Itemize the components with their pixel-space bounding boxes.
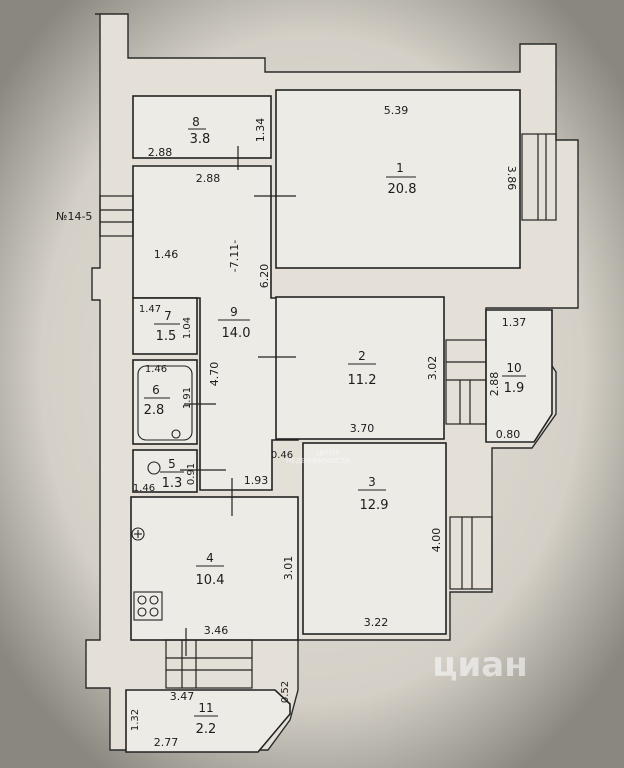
- watermark-brand: циан: [432, 645, 527, 685]
- fixtures: [131, 365, 193, 621]
- dim-r11-side: 0.52: [280, 681, 291, 703]
- room-6-number: 6: [152, 383, 160, 397]
- room-10-area: 1.9: [504, 381, 525, 396]
- dim-hall-side: 1.46: [154, 248, 179, 261]
- room-9-area: 14.0: [222, 326, 251, 341]
- room-5-area: 1.3: [162, 476, 183, 491]
- room-4: [130, 496, 299, 641]
- dim-r1-width: 5.39: [384, 104, 409, 117]
- room-shapes: [125, 89, 553, 753]
- room-5: [132, 449, 198, 493]
- room-10-number: 10: [506, 361, 521, 375]
- room-2-area: 11.2: [348, 373, 377, 388]
- dim-r4-height: 3.01: [282, 556, 295, 581]
- room-2: [275, 296, 445, 440]
- room-3-area: 12.9: [360, 498, 389, 513]
- watermark: ЦЕНТР НЕДВИЖИМОСТИ циан: [286, 449, 528, 685]
- room-8: [132, 95, 272, 159]
- dim-r10-bottom: 0.80: [496, 428, 521, 441]
- room-7: [132, 297, 198, 355]
- dim-r9-d: 0.46: [271, 450, 293, 461]
- room-5-number: 5: [168, 457, 176, 471]
- dim-r11-width: 3.47: [170, 690, 195, 703]
- dim-r1-height: 3.86: [505, 166, 518, 191]
- dim-r6-width: 1.46: [145, 364, 167, 375]
- dim-r10-width: 1.37: [502, 316, 527, 329]
- room-6-area: 2.8: [144, 403, 165, 418]
- room-3-number: 3: [368, 475, 376, 489]
- room-4-area: 10.4: [196, 573, 225, 588]
- room-4-number: 4: [206, 551, 214, 565]
- dim-r11-height: 1.32: [130, 709, 141, 731]
- room-1-number: 1: [396, 161, 404, 175]
- room-9-number: 9: [230, 305, 238, 319]
- room-3: [302, 442, 447, 635]
- watermark-line1: ЦЕНТР: [316, 449, 340, 457]
- dim-r3-width: 3.22: [364, 616, 389, 629]
- dimension-labels: 5.39 3.86 2.88 1.34 2.88 -7.11- 1.46 6.2…: [130, 104, 526, 749]
- door-marks: [180, 146, 296, 656]
- room-6: [132, 359, 198, 445]
- room-2-number: 2: [358, 349, 366, 363]
- dim-r5-width: 1.46: [133, 483, 155, 494]
- room-11-number: 11: [198, 701, 213, 715]
- watermark-line2: НЕДВИЖИМОСТИ: [286, 457, 350, 465]
- dim-r7-height: 1.04: [182, 317, 193, 339]
- room-1-area: 20.8: [388, 182, 417, 197]
- dim-r11-bottom: 2.77: [154, 736, 179, 749]
- building-number: №14-5: [56, 210, 92, 223]
- dim-hall-length: -7.11-: [228, 240, 241, 272]
- room-8-number: 8: [192, 115, 200, 129]
- dim-r2-height: 3.02: [426, 356, 439, 381]
- room-8-area: 3.8: [190, 132, 211, 147]
- dim-r5-x: 1.93: [244, 474, 269, 487]
- room-labels: 8 3.8 1 20.8 9 14.0 7 1.5 6 2.8 5 1.3 2 …: [144, 115, 526, 737]
- dim-hall-top: 2.88: [196, 172, 221, 185]
- room-1: [275, 89, 521, 269]
- room-7-area: 1.5: [156, 329, 177, 344]
- room-11: [125, 689, 291, 753]
- windows: [99, 133, 557, 689]
- dim-r6-height: 1.91: [182, 387, 193, 409]
- dim-r2-width: 3.70: [350, 422, 375, 435]
- dim-r10-height: 2.88: [488, 372, 501, 397]
- dim-r8-width: 2.88: [148, 146, 173, 159]
- room-7-number: 7: [164, 309, 172, 323]
- room-11-area: 2.2: [196, 722, 217, 737]
- dim-r7-width: 1.47: [139, 304, 161, 315]
- dim-r3-height: 4.00: [430, 528, 443, 553]
- dim-r4-width: 3.46: [204, 624, 229, 637]
- dim-r8-height: 1.34: [254, 118, 267, 143]
- dim-r9-height: 4.70: [208, 362, 221, 387]
- dim-r1-side: 6.20: [258, 264, 271, 289]
- dim-r5-height: 0.91: [186, 463, 197, 485]
